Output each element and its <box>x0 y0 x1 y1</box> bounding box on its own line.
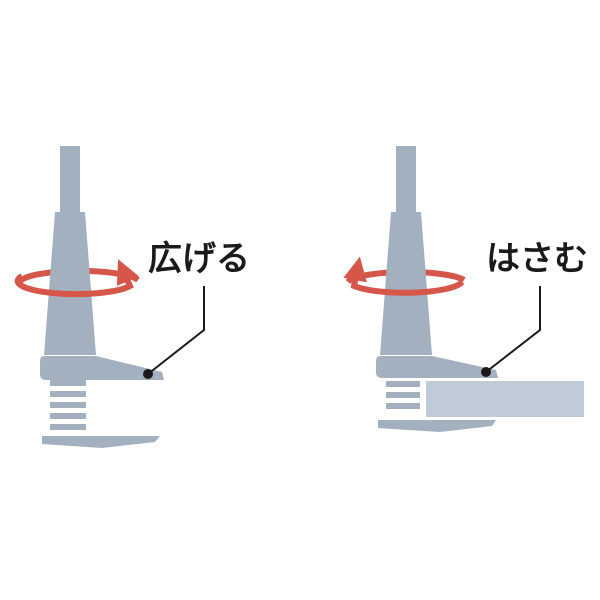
leader-dot <box>481 367 491 377</box>
clamp-pole <box>380 212 432 355</box>
clamp-screw <box>50 380 86 430</box>
label-clamp: はさむ <box>486 239 588 279</box>
clamp-pole <box>44 212 96 355</box>
clamp-jaw <box>376 356 498 378</box>
panel-open: 広げる <box>14 146 250 448</box>
clamp-screw <box>386 381 420 409</box>
clamp-rod <box>60 146 80 212</box>
clamp-foot <box>42 436 160 448</box>
rotation-arrow-front <box>343 256 465 296</box>
clamp-rod <box>396 146 416 212</box>
clamp-foot <box>378 420 496 432</box>
leader-dot <box>143 369 153 379</box>
clamped-board <box>426 381 584 417</box>
label-open: 広げる <box>148 239 250 279</box>
rotation-arrow-front <box>14 259 139 298</box>
leader-line <box>147 286 205 375</box>
clamp-jaw <box>40 356 164 380</box>
leader-line <box>485 286 541 373</box>
panel-clamp: はさむ <box>343 146 588 432</box>
